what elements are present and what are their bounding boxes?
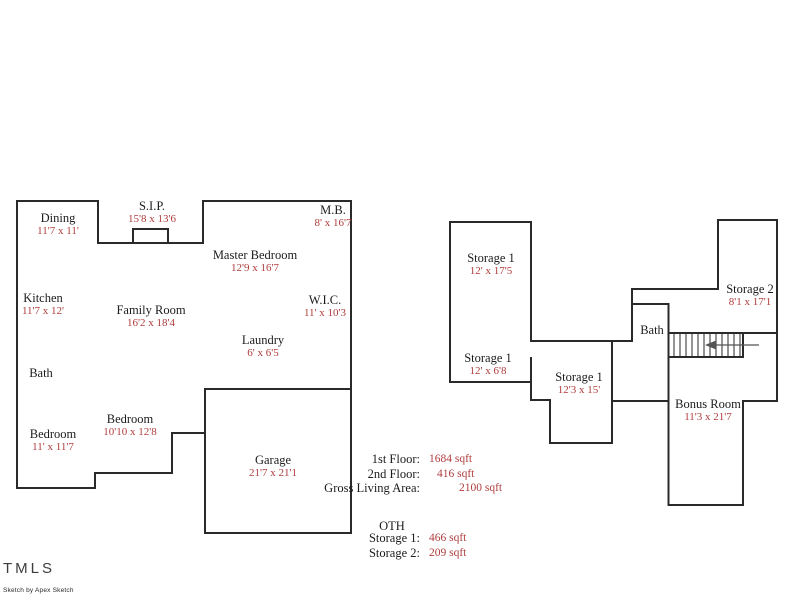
- room-label-wic: W.I.C.11' x 10'3: [303, 293, 347, 319]
- other-area-summary: Storage 1: 466 sqft Storage 2: 209 sqft: [288, 531, 466, 560]
- summary-label: 1st Floor:: [371, 452, 420, 466]
- room-label-bath-1: Bath: [29, 366, 53, 380]
- summary-value: 209 sqft: [429, 546, 467, 559]
- stair-direction-arrow: [705, 340, 759, 350]
- first-floor-outline: [16, 200, 352, 534]
- summary-value: 1684 sqft: [429, 453, 473, 465]
- sketch-credit: Sketch by Apex Sketch: [3, 587, 74, 594]
- summary-label: Storage 1:: [368, 531, 420, 545]
- summary-label: 2nd Floor:: [367, 466, 420, 481]
- porch-steps: [132, 228, 169, 244]
- summary-value: 416 sqft: [437, 467, 475, 480]
- tmls-logo: TMLS: [3, 560, 56, 577]
- room-label-bath-2: Bath: [640, 323, 664, 337]
- room-label-mb: M.B.8' x 16'7: [314, 203, 352, 229]
- room-label-sip: S.I.P.15'8 x 13'6: [128, 199, 176, 225]
- living-area-summary: 1st Floor: 1684 sqft 2nd Floor: 416 sqft…: [288, 452, 502, 496]
- other-areas-heading: OTH: [379, 519, 405, 533]
- summary-label: Storage 2:: [368, 545, 420, 560]
- summary-label: Gross Living Area:: [324, 481, 420, 496]
- summary-value: 2100 sqft: [459, 482, 503, 495]
- summary-value: 466 sqft: [429, 532, 467, 544]
